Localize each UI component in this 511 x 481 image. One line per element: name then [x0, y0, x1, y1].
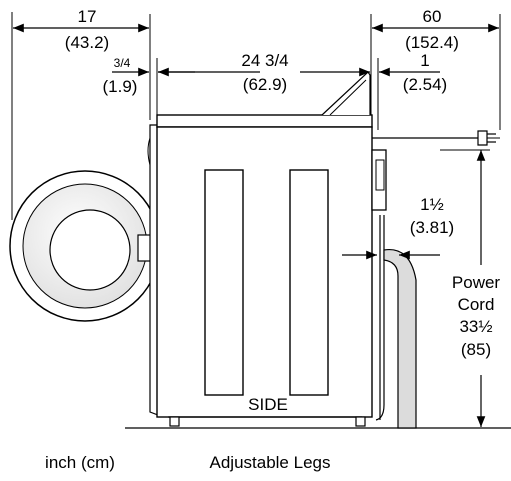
power-cord-label-line2: Cord — [458, 295, 495, 314]
door-depth-cm: (43.2) — [65, 33, 109, 52]
power-cord-reach-inch: 60 — [423, 7, 442, 26]
plug-icon — [477, 130, 488, 146]
door-gap-cm: (1.9) — [103, 77, 138, 96]
vent-duct — [383, 248, 417, 429]
rear-gap-inch: 1 — [420, 51, 429, 70]
legs-label: Adjustable Legs — [210, 453, 331, 472]
adjustable-legs — [169, 416, 366, 427]
power-cord-reach-cm: (152.4) — [405, 33, 459, 52]
rear-gap-cm: (2.54) — [403, 75, 447, 94]
power-cord-label-line1: Power — [452, 273, 501, 292]
view-label: SIDE — [248, 395, 288, 414]
power-cord-height-inch: 33½ — [459, 317, 492, 336]
vent-offset-inch: 1½ — [420, 195, 444, 214]
cabinet-depth-cm: (62.9) — [243, 75, 287, 94]
dryer-cabinet — [156, 114, 373, 418]
power-cord — [372, 130, 496, 146]
dimension-arrows — [12, 23, 499, 427]
dryer-door — [9, 170, 161, 322]
rear-vent — [371, 149, 417, 429]
vent-offset-cm: (3.81) — [410, 218, 454, 237]
extension-lines — [11, 12, 501, 429]
units-label: inch (cm) — [45, 453, 115, 472]
door-gap-inch: 3/4 — [114, 56, 131, 70]
door-depth-inch: 17 — [78, 7, 97, 26]
power-cord-height-cm: (85) — [461, 340, 491, 359]
cabinet-depth-inch: 24 3/4 — [241, 51, 288, 70]
control-panel — [321, 71, 371, 116]
